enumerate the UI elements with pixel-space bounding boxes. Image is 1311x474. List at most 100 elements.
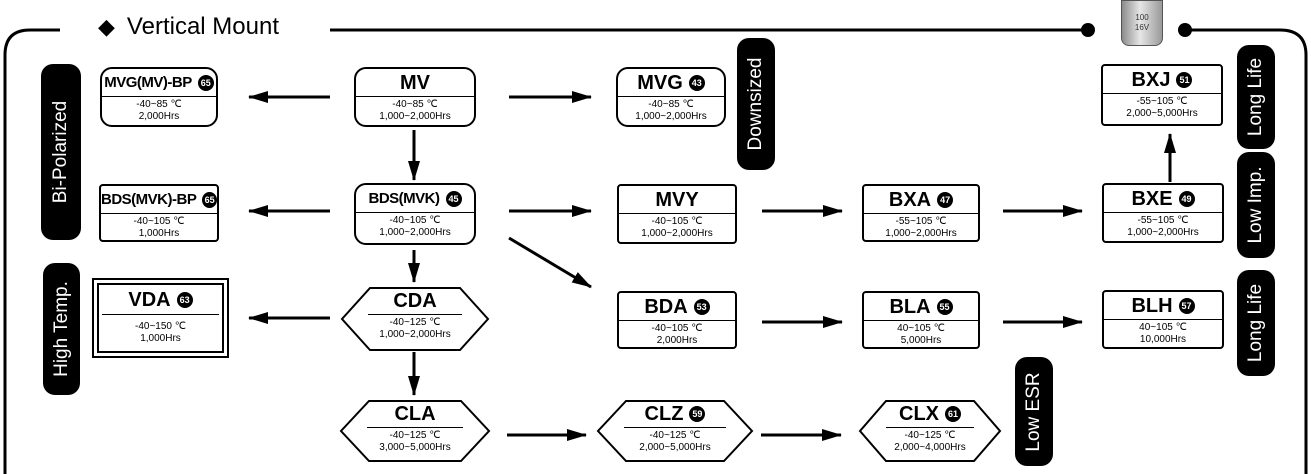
node-clz: CLZ 59 -40~125 ℃ 2,000~5,000Hrs [596, 399, 754, 463]
node-temp-range: -55~105 ℃ [1137, 215, 1189, 226]
hexagon-shape [339, 400, 491, 462]
node-mvy: MVY -40~105 ℃ 1,000~2,000Hrs [617, 184, 737, 244]
node-name: CLZ [644, 403, 684, 425]
node-name: BLH [1131, 295, 1173, 317]
node-divider [102, 96, 216, 97]
node-lifetime: 2,000~4,000Hrs [894, 442, 966, 453]
page-badge: 47 [937, 192, 954, 208]
outer-frame [3, 28, 1308, 474]
node-lifetime: 10,000Hrs [1139, 334, 1187, 345]
node-lifetime: 2,000~5,000Hrs [1126, 108, 1198, 119]
node-name: VDA [128, 289, 171, 311]
node-name: CLA [394, 403, 436, 425]
node-lifetime: 1,000~2,000Hrs [635, 111, 707, 122]
node-name: MVG(MV)-BP [104, 74, 192, 91]
node-cda: CDA -40~125 ℃ 1,000~2,000Hrs [340, 286, 490, 352]
page-badge: 53 [693, 299, 710, 315]
node-lifetime: 3,000~5,000Hrs [379, 442, 451, 453]
section-title-text: Vertical Mount [126, 13, 279, 40]
node-temp-range: 40~105 ℃ [1139, 322, 1187, 333]
node-lifetime: 1,000~2,000Hrs [641, 228, 713, 239]
hexagon-shape [340, 287, 490, 351]
node-divider [367, 427, 463, 428]
page-badge: 57 [1178, 298, 1195, 314]
node-blh: BLH 57 40~105 ℃ 10,000Hrs [1102, 290, 1224, 349]
node-lifetime: 1,000~2,000Hrs [379, 227, 451, 238]
tag-bi-polarized: Bi-Polarized [41, 64, 81, 240]
capacitor-photo: 100 16V [1121, 0, 1163, 46]
node-name: MV [400, 72, 430, 94]
node-temp-range: 40~105 ℃ [897, 323, 945, 334]
page-badge: 65 [197, 75, 214, 91]
node-mvg-bp: MVG(MV)-BP 65 -40~85 ℃ 2,000Hrs [100, 67, 218, 127]
node-divider [1104, 212, 1222, 213]
node-divider [356, 212, 474, 213]
page-badge: 61 [945, 406, 961, 422]
node-temp-range: -55~105 ℃ [895, 216, 947, 227]
node-divider [618, 96, 724, 97]
node-name: BXE [1131, 188, 1173, 210]
node-temp-range: -40~150 ℃ [135, 321, 186, 332]
node-divider [864, 213, 978, 214]
node-temp-range: -40~105 ℃ [651, 216, 703, 227]
tag-high-temp: High Temp. [43, 263, 80, 395]
node-lifetime: 1,000~2,000Hrs [1127, 227, 1199, 238]
node-lifetime: 2,000Hrs [656, 335, 698, 346]
node-clx: CLX 61 -40~125 ℃ 2,000~4,000Hrs [858, 399, 1002, 463]
node-temp-range: -40~125 ℃ [904, 430, 956, 441]
node-divider [368, 314, 462, 315]
node-name: BDS(MVK) [368, 190, 441, 207]
node-temp-range: -40~105 ℃ [389, 215, 441, 226]
node-divider [356, 96, 474, 97]
node-temp-range: -40~125 ℃ [649, 430, 701, 441]
page-badge: 45 [445, 191, 462, 207]
node-temp-range: -40~85 ℃ [392, 99, 438, 110]
node-divider [864, 320, 978, 321]
node-name: BXJ [1131, 69, 1171, 91]
node-divider [886, 427, 974, 428]
section-title: ◆ Vertical Mount [88, 9, 289, 45]
arrow-bds-to-bda [508, 236, 592, 289]
tag-label: Long Life [1245, 283, 1266, 363]
node-lifetime: 2,000~5,000Hrs [639, 442, 711, 453]
node-lifetime: 1,000~2,000Hrs [379, 329, 451, 340]
node-lifetime: 5,000Hrs [900, 335, 942, 346]
node-temp-range: -40~105 ℃ [651, 323, 703, 334]
node-name: MVY [655, 189, 699, 211]
node-name: BDS(MVK)-BP [101, 191, 197, 208]
node-temp-range: -40~85 ℃ [136, 99, 182, 110]
diamond-icon: ◆ [98, 14, 115, 39]
page-badge: 59 [689, 406, 706, 422]
node-name: BXA [888, 189, 932, 211]
node-name: BDA [644, 296, 688, 318]
node-lifetime: 2,000Hrs [138, 111, 180, 122]
tag-long-life-top: Long Life [1237, 45, 1275, 149]
page-badge: 63 [176, 292, 193, 308]
node-lifetime: 1,000Hrs [138, 228, 180, 239]
tag-label: Bi-Polarized [50, 100, 71, 204]
node-cla: CLA -40~125 ℃ 3,000~5,000Hrs [339, 399, 491, 463]
page-badge: 65 [202, 192, 217, 208]
frame-dot-right [1178, 23, 1192, 37]
tag-low-imp: Low Imp. [1237, 152, 1275, 258]
node-divider [619, 320, 735, 321]
node-lifetime: 1,000~2,000Hrs [379, 111, 451, 122]
page-badge: 55 [936, 299, 953, 315]
photo-label-value: 100 [1135, 13, 1149, 22]
node-lifetime: 1,000Hrs [140, 333, 181, 344]
node-temp-range: -40~85 ℃ [648, 99, 694, 110]
tag-label: Low ESR [1023, 371, 1044, 452]
page-badge: 49 [1178, 191, 1195, 207]
node-bds: BDS(MVK)45 -40~105 ℃ 1,000~2,000Hrs [354, 183, 476, 245]
node-divider [624, 427, 726, 428]
node-bda: BDA 53 -40~105 ℃ 2,000Hrs [617, 291, 737, 349]
node-temp-range: -40~125 ℃ [389, 317, 441, 328]
photo-label-voltage: 16V [1134, 23, 1150, 32]
node-temp-range: -40~125 ℃ [389, 430, 441, 441]
node-name: CLX [899, 403, 939, 425]
